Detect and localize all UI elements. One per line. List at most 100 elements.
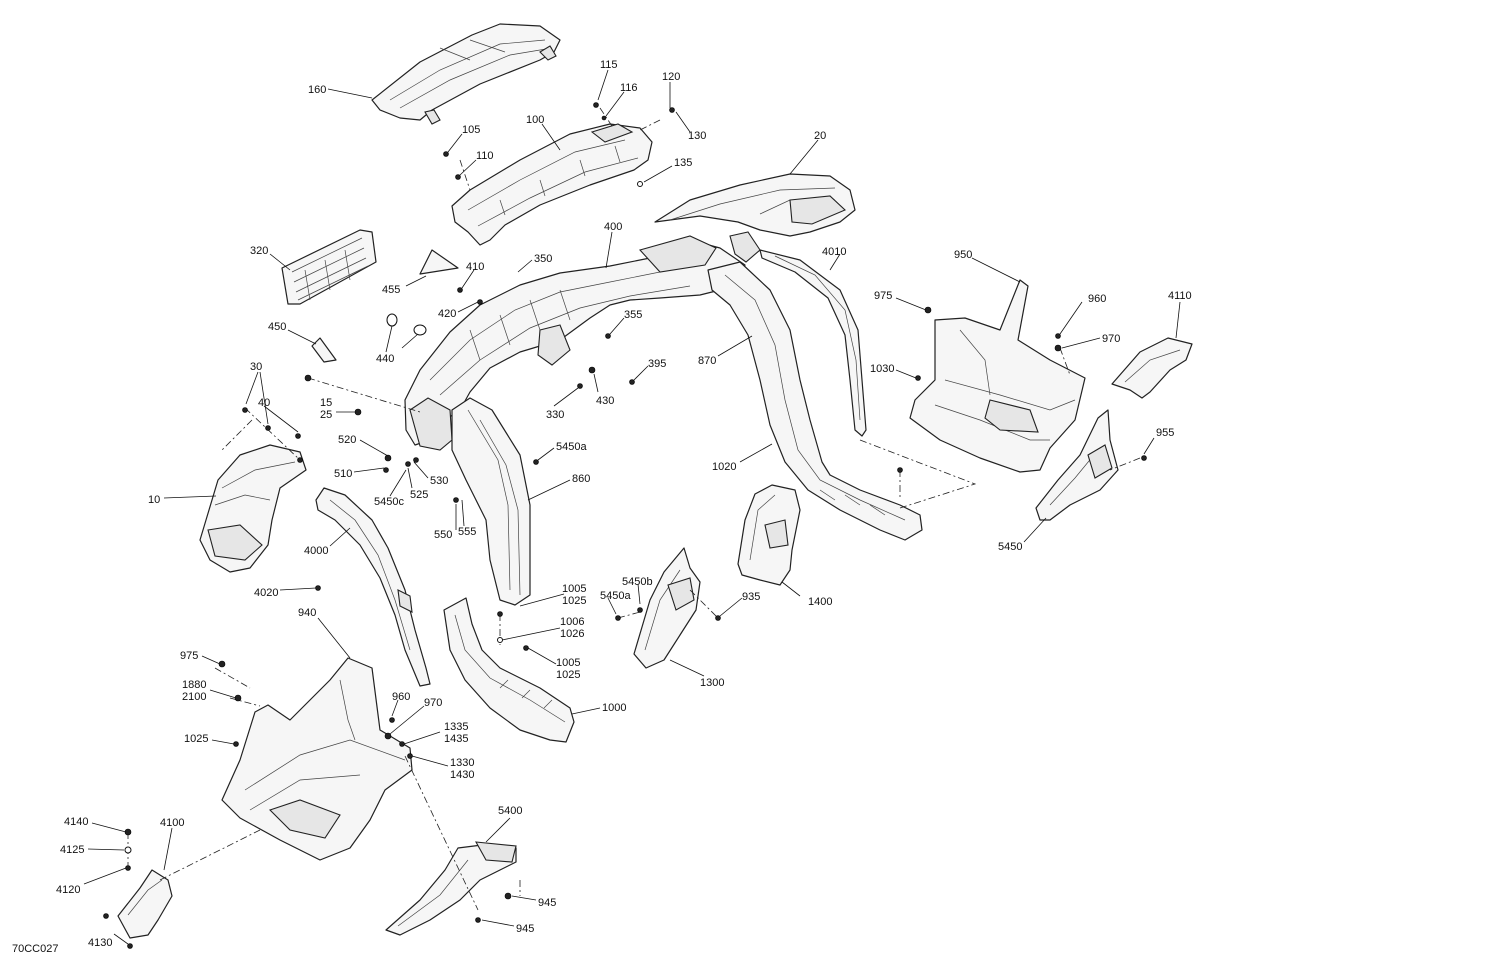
label-1025-left: 1025: [184, 733, 208, 745]
label-440: 440: [376, 353, 394, 365]
label-330: 330: [546, 409, 564, 421]
part-4100-bracket: [117, 869, 173, 939]
label-420: 420: [438, 308, 456, 320]
label-870: 870: [698, 355, 716, 367]
part-455-small-panel: [419, 249, 459, 275]
part-1300-center-panel: [633, 547, 701, 669]
label-1335: 1335: [444, 721, 468, 733]
label-450: 450: [268, 321, 286, 333]
label-130: 130: [688, 130, 706, 142]
label-1435: 1435: [444, 733, 468, 745]
part-860-front-pillar: [451, 397, 531, 606]
label-4140: 4140: [64, 816, 88, 828]
label-100: 100: [526, 114, 544, 126]
label-1330: 1330: [450, 757, 474, 769]
part-1000-left-rocker: [443, 597, 575, 743]
label-135: 135: [674, 157, 692, 169]
label-15: 15: [320, 397, 332, 409]
part-400-front-frame: [404, 235, 746, 451]
label-970-left: 970: [424, 697, 442, 709]
label-975-left: 975: [180, 650, 198, 662]
part-labels: 160 115 116 120 130 105 100 110 135 20 4…: [56, 59, 1192, 949]
part-160-roof-cover: [371, 23, 561, 125]
label-525: 525: [410, 489, 428, 501]
label-430: 430: [596, 395, 614, 407]
label-4000: 4000: [304, 545, 328, 557]
label-5450a-lower: 5450a: [600, 590, 631, 602]
part-870-right-arch: [707, 231, 923, 541]
label-975-right: 975: [874, 290, 892, 302]
drawing-reference: 70CC027: [12, 943, 58, 955]
label-1025-lower: 1025: [556, 669, 580, 681]
label-5400: 5400: [498, 805, 522, 817]
label-160: 160: [308, 84, 326, 96]
label-970-right: 970: [1102, 333, 1120, 345]
part-1400-panel: [737, 484, 801, 586]
label-860: 860: [572, 473, 590, 485]
label-555: 555: [458, 526, 476, 538]
label-105: 105: [462, 124, 480, 136]
label-4110: 4110: [1168, 290, 1192, 302]
part-320-grille: [281, 229, 377, 305]
label-945-lower: 945: [516, 923, 534, 935]
label-530: 530: [430, 475, 448, 487]
label-350: 350: [534, 253, 552, 265]
label-400: 400: [604, 221, 622, 233]
label-120: 120: [662, 71, 680, 83]
label-1880: 1880: [182, 679, 206, 691]
label-1030: 1030: [870, 363, 894, 375]
part-4000-fender-strip: [315, 487, 431, 687]
label-4125: 4125: [60, 844, 84, 856]
label-455: 455: [382, 284, 400, 296]
label-1005-lower: 1005: [556, 657, 580, 669]
label-4100: 4100: [160, 817, 184, 829]
label-40: 40: [258, 397, 270, 409]
label-5450b: 5450b: [622, 576, 653, 588]
label-410: 410: [466, 261, 484, 273]
label-1005-upper: 1005: [562, 583, 586, 595]
label-960-left: 960: [392, 691, 410, 703]
label-4020: 4020: [254, 587, 278, 599]
label-1000: 1000: [602, 702, 626, 714]
label-355: 355: [624, 309, 642, 321]
label-2100: 2100: [182, 691, 206, 703]
label-1300: 1300: [700, 677, 724, 689]
label-4010: 4010: [822, 246, 846, 258]
label-510: 510: [334, 468, 352, 480]
label-10: 10: [148, 494, 160, 506]
label-4130: 4130: [88, 937, 112, 949]
label-5450: 5450: [998, 541, 1022, 553]
label-395: 395: [648, 358, 666, 370]
label-1020: 1020: [712, 461, 736, 473]
label-1025-upper: 1025: [562, 595, 586, 607]
part-4010-fender-flare: [759, 249, 867, 437]
part-4110-bracket: [1111, 337, 1193, 399]
part-20-side-roof-panel: [654, 173, 856, 237]
part-950-right-floor-tray: [909, 279, 1086, 473]
part-5400-rear-panel: [385, 841, 517, 936]
label-115: 115: [600, 59, 618, 71]
label-1430: 1430: [450, 769, 474, 781]
label-935: 935: [742, 591, 760, 603]
label-950: 950: [954, 249, 972, 261]
part-450-small-panel: [311, 337, 337, 363]
part-10-front-fender: [199, 444, 307, 573]
label-5450c: 5450c: [374, 496, 404, 508]
label-520: 520: [338, 434, 356, 446]
label-550: 550: [434, 529, 452, 541]
label-1006: 1006: [560, 616, 584, 628]
label-940: 940: [298, 607, 316, 619]
label-945-upper: 945: [538, 897, 556, 909]
label-110: 110: [476, 150, 494, 162]
label-1400: 1400: [808, 596, 832, 608]
leader-lines: [83, 69, 1181, 945]
part-5450-rear-panel: [1035, 409, 1119, 521]
label-30: 30: [250, 361, 262, 373]
label-5450a-upper: 5450a: [556, 441, 587, 453]
label-116: 116: [620, 82, 638, 94]
label-955: 955: [1156, 427, 1174, 439]
label-20: 20: [814, 130, 826, 142]
label-960-right: 960: [1088, 293, 1106, 305]
fasteners: [103, 102, 1147, 949]
